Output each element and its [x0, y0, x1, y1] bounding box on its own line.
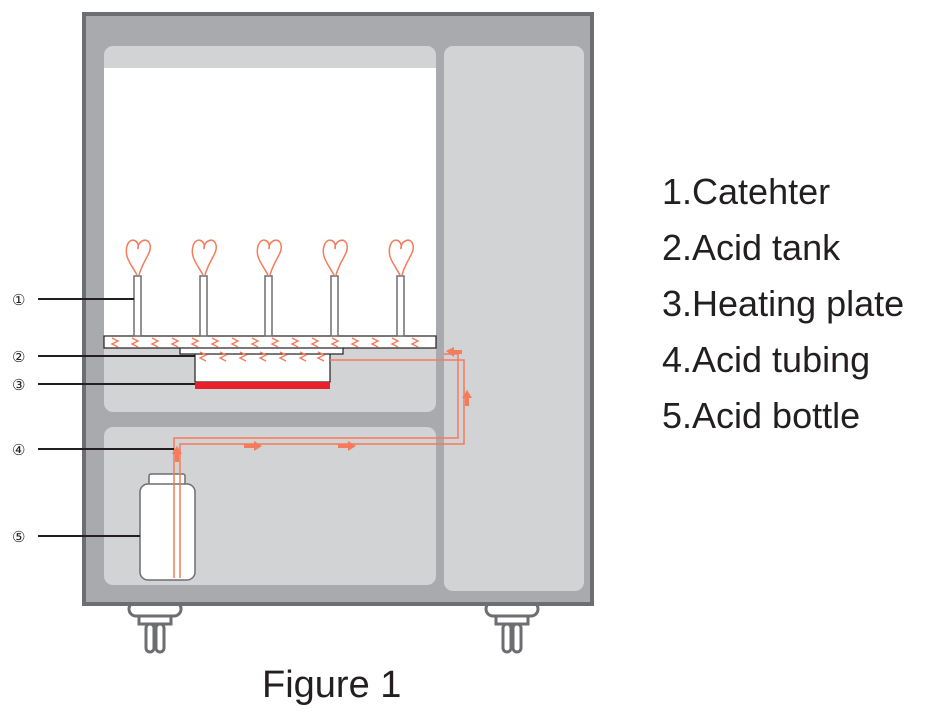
flow-arrow: [462, 390, 472, 406]
acid-bottle: [139, 473, 196, 581]
legend-item-catheter: 1.Catehter: [662, 171, 831, 212]
legend-item-acid-bottle: 5.Acid bottle: [662, 395, 861, 436]
legend-item-acid-tank: 2.Acid tank: [662, 227, 841, 268]
legend-item-heating-plate: 3.Heating plate: [662, 283, 905, 324]
callout-2: ②: [12, 348, 25, 366]
callout-5: ⑤: [12, 528, 25, 546]
legend-item-acid-tubing: 4.Acid tubing: [662, 339, 871, 380]
wheel-left: [127, 600, 183, 654]
figure-caption: Figure 1: [262, 664, 402, 706]
flow-arrow: [446, 347, 462, 357]
flow-arrow: [172, 446, 182, 462]
catheter: [388, 239, 415, 337]
heating-plate: [195, 382, 330, 389]
callout-1: ①: [12, 291, 25, 309]
side-control-panel: [444, 46, 584, 591]
acid-tank: [179, 345, 344, 383]
catheter: [191, 239, 218, 337]
catheter: [125, 239, 152, 337]
upper-tray: [103, 335, 437, 349]
callout-4: ④: [12, 441, 25, 459]
catheter: [256, 239, 283, 337]
flow-arrow: [338, 441, 356, 451]
catheter: [322, 239, 349, 337]
legend: 1.Catehter 2.Acid tank 3.Heating plate 4…: [662, 164, 904, 444]
callout-3: ③: [12, 376, 25, 394]
wheel-right: [484, 600, 540, 654]
flow-arrow: [244, 441, 262, 451]
